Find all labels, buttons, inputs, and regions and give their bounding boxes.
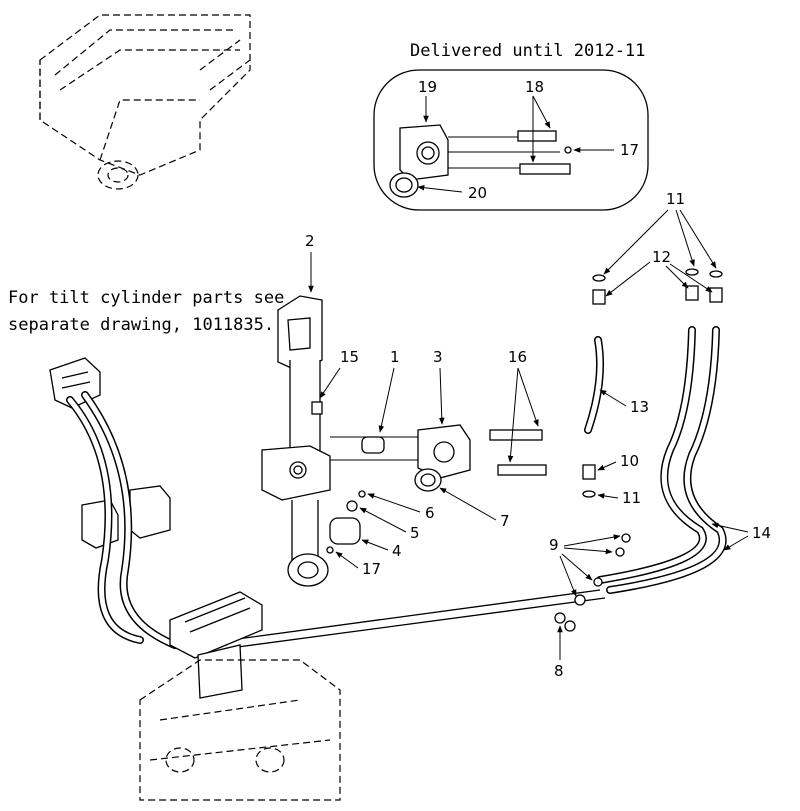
nut-17 — [326, 546, 334, 554]
control-valve-block — [169, 591, 263, 699]
bracket-top-2 — [277, 295, 323, 373]
oring-11b — [582, 490, 596, 498]
callout-20: 20 — [468, 184, 487, 202]
callout-5: 5 — [410, 524, 420, 542]
note-tilt-line1: For tilt cylinder parts see — [8, 288, 284, 308]
bracket-19 — [399, 124, 449, 181]
callout-12: 12 — [652, 248, 671, 266]
note-delivered: Delivered until 2012-11 — [410, 41, 645, 61]
bolt-16b — [497, 464, 547, 476]
tilt-cylinder-note: For tilt cylinder parts see separate dra… — [8, 288, 284, 335]
pivot-eye — [287, 553, 329, 587]
callout-17: 17 — [362, 560, 381, 578]
callout-13: 13 — [630, 398, 649, 416]
callout-6: 6 — [425, 504, 435, 522]
phantom-loader-frame — [39, 14, 251, 190]
bolt-18a — [517, 130, 557, 142]
bolt-18b — [519, 163, 571, 175]
callout-16: 16 — [508, 348, 527, 366]
bracket-3 — [417, 424, 471, 479]
hoses — [66, 326, 727, 649]
callout-19: 19 — [418, 78, 437, 96]
callout-1: 1 — [390, 348, 400, 366]
callout-11-top: 11 — [666, 190, 685, 208]
inset-frame — [373, 69, 649, 211]
lift-bracket-assembly — [261, 295, 547, 587]
plug-8a — [554, 612, 566, 624]
callout-10: 10 — [620, 452, 639, 470]
callout-18: 18 — [525, 78, 544, 96]
callout-3: 3 — [433, 348, 443, 366]
nut-17-inset — [564, 146, 572, 154]
callout-15: 15 — [340, 348, 359, 366]
bushing-7 — [414, 468, 442, 492]
callout-2: 2 — [305, 232, 315, 250]
bolt-16a — [489, 429, 543, 441]
fittings-right — [554, 268, 723, 632]
callout-17-inset: 17 — [620, 141, 639, 159]
washer-5 — [346, 500, 358, 512]
bolt-6 — [358, 490, 366, 498]
callout-14: 14 — [752, 524, 771, 542]
bushing-20 — [389, 172, 419, 198]
pin-4 — [329, 517, 361, 545]
callout-8: 8 — [554, 662, 564, 680]
callout-9: 9 — [549, 536, 559, 554]
phantom-machine-frame — [139, 659, 341, 801]
note-tilt-line2: separate drawing, 1011835. — [8, 315, 274, 335]
callout-11-bottom: 11 — [622, 489, 641, 507]
fitting-10 — [582, 464, 596, 480]
inset-early-version: Delivered until 2012-11 19 18 17 20 — [373, 41, 649, 211]
pin-1 — [361, 436, 385, 454]
plug-8b — [564, 620, 576, 632]
fitting-15 — [311, 401, 323, 415]
callout-4: 4 — [392, 542, 402, 560]
fitting-top — [592, 289, 606, 305]
callouts-main: 2 15 1 3 16 6 5 7 4 17 11 12 13 10 — [305, 190, 771, 680]
oring-11a — [592, 274, 606, 282]
callout-7: 7 — [500, 512, 510, 530]
